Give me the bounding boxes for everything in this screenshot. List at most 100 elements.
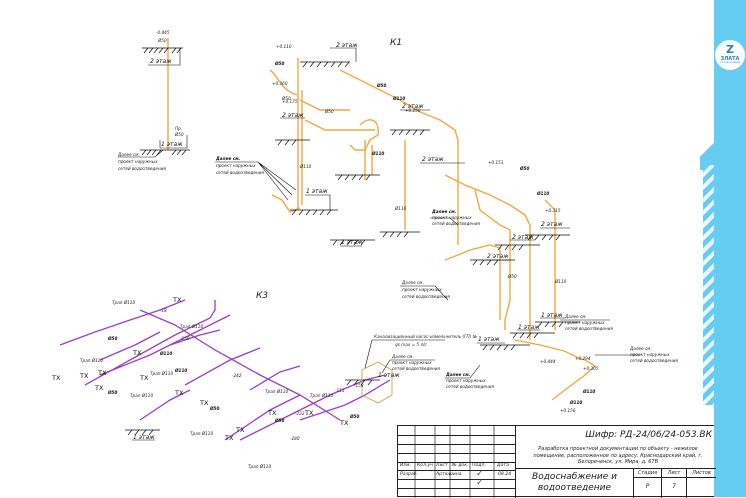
note-text: сетей водоотведения bbox=[392, 366, 440, 371]
k1-middle-group: 2 этаж 1 этаж Далее см. проект наружных … bbox=[215, 42, 375, 216]
diameter-mark: Ø50 bbox=[107, 390, 117, 395]
level-mark: -232 bbox=[295, 411, 305, 416]
trap-mark: Трап Ø110 bbox=[80, 358, 103, 363]
diameter-mark: Ø110 bbox=[569, 400, 582, 405]
diameter-mark: Ø50 bbox=[274, 61, 284, 66]
tb-header-row: Изм. Кол.уч Лист № док. Подп. Дата bbox=[398, 462, 515, 471]
note-text: qs max = 5 л/с bbox=[395, 342, 428, 347]
floor-label: 2 этаж bbox=[541, 221, 563, 228]
tx-mark: ТХ bbox=[172, 296, 182, 304]
note-text: Далее см. bbox=[391, 354, 414, 359]
tx-mark: ТХ bbox=[267, 409, 277, 417]
tx-mark: ТХ bbox=[339, 419, 349, 427]
trap-mark: Трап Ø110 bbox=[112, 300, 135, 305]
diameter-mark: Ø50 bbox=[107, 336, 117, 341]
title-block: Изм. Кол.уч Лист № док. Подп. Дата Разра… bbox=[397, 425, 716, 498]
level-mark: +0.360 bbox=[272, 81, 288, 86]
tx-mark: ТХ bbox=[139, 374, 149, 382]
project-description: Разработка проектной документации по объ… bbox=[533, 446, 703, 465]
floor-label: 2 этаж bbox=[150, 58, 172, 65]
tb-row bbox=[398, 453, 515, 463]
tb-row: ✓ bbox=[398, 479, 515, 489]
tx-mark: ТХ bbox=[79, 372, 89, 380]
floor-label: 1 этаж bbox=[161, 141, 183, 148]
developer-name: Артюшина bbox=[436, 472, 462, 477]
stage-value: Р bbox=[645, 483, 650, 490]
document-cipher: Шифр: РД-24/06/24-053.ВК bbox=[585, 430, 712, 440]
sewer-pump-outline bbox=[361, 361, 393, 404]
note-text: проект наружных bbox=[565, 320, 605, 325]
stage-label: Стадия bbox=[634, 469, 661, 478]
brand-band: Z ЗЛАТА ГРУППА КОМПАНИЙ bbox=[714, 0, 746, 497]
system-label-k1: К1 bbox=[390, 38, 402, 48]
diameter-mark: Ø50 bbox=[349, 414, 359, 419]
developer-role: Разраб. bbox=[400, 472, 419, 477]
tx-mark: ТХ bbox=[132, 349, 142, 357]
hdr-data: Дата bbox=[497, 463, 509, 468]
note-text: Далее см. bbox=[564, 314, 587, 319]
trap-mark: Трап Ø110 bbox=[265, 389, 288, 394]
note-text: сетей водоотведения bbox=[432, 221, 480, 226]
tx-mark: ТХ bbox=[94, 384, 104, 392]
diameter-mark: Ø50 bbox=[157, 38, 167, 43]
diameter-mark: Ø50 bbox=[519, 166, 529, 171]
level-mark: -0.445 bbox=[156, 30, 170, 35]
note-text: сетей водоотведения bbox=[216, 170, 264, 175]
floor-label: 2 этаж bbox=[512, 234, 534, 241]
hdr-n-dok: № док. bbox=[452, 463, 469, 468]
tx-mark: ТХ bbox=[97, 369, 107, 377]
diameter-mark: Ø110 bbox=[536, 191, 549, 196]
diameter-mark: Ø50 bbox=[174, 132, 184, 137]
trap-mark: Трап Ø110 bbox=[190, 431, 213, 436]
level-mark: +0.156 bbox=[560, 408, 576, 413]
clean-out-mark: Пр. bbox=[175, 126, 182, 131]
sheet-label: Лист bbox=[662, 469, 686, 478]
floor-label: 1 этаж bbox=[306, 188, 328, 195]
diameter-mark: Ø110 bbox=[554, 279, 567, 284]
level-mark: +0.250 bbox=[405, 108, 421, 113]
tx-mark: ТХ bbox=[199, 399, 209, 407]
brand-name: ЗЛАТА bbox=[720, 56, 740, 62]
tb-row bbox=[398, 426, 515, 436]
stage-cell: Стадия Р bbox=[633, 468, 661, 498]
note-text: проект наружных bbox=[392, 360, 432, 365]
note-text: проект наружных bbox=[446, 378, 486, 383]
k1-upper-right-group: 2 этаж 1 этаж Ø50 Ø110 +0.250 Ø110 Ø110 bbox=[330, 69, 459, 247]
note-text: Далее см. bbox=[445, 372, 471, 377]
tx-mark: ТХ bbox=[174, 389, 184, 397]
note-text: Далее см. bbox=[629, 346, 652, 351]
level-mark: +0.110 bbox=[276, 44, 292, 49]
brand-notch bbox=[700, 130, 714, 170]
floor-label: 2 этаж bbox=[402, 103, 424, 110]
level-mark: +0.151 bbox=[488, 160, 504, 165]
diameter-mark: Ø50 bbox=[376, 83, 386, 88]
level-mark: +0.315 bbox=[545, 208, 561, 213]
sheet-value: 7 bbox=[672, 483, 676, 490]
hdr-podp: Подп. bbox=[472, 463, 486, 468]
sheet-title: Водоснабжение и водоотведение bbox=[516, 468, 633, 498]
sheets-cell: Листов bbox=[686, 468, 716, 498]
floor-label: 2 этаж bbox=[422, 156, 444, 163]
diameter-mark: Ø50 bbox=[507, 274, 517, 279]
k1-riser-left: 2 этаж 1 этаж Далее см. проект наружных … bbox=[117, 30, 190, 171]
diameter-mark: Ø110 bbox=[371, 151, 384, 156]
level-mark: +0.305 bbox=[583, 366, 599, 371]
diameter-mark: Ø110 bbox=[582, 389, 595, 394]
tx-mark: ТХ bbox=[304, 409, 314, 417]
floor-label: 2 этаж bbox=[336, 42, 358, 49]
tx-mark: ТХ bbox=[235, 426, 245, 434]
level-mark: -280 bbox=[290, 436, 300, 441]
tx-mark: ТХ bbox=[51, 374, 61, 382]
diameter-mark: Ø50 bbox=[324, 109, 334, 114]
note-text: проект наружных bbox=[402, 287, 442, 292]
note-text: сетей водоотведения bbox=[402, 294, 450, 299]
floor-label: 1 этаж bbox=[518, 324, 540, 331]
level-mark: -18 bbox=[160, 308, 167, 313]
diameter-mark: Ø110 bbox=[299, 164, 312, 169]
diameter-mark: Ø50 bbox=[274, 418, 284, 423]
sheets-label: Листов bbox=[687, 469, 716, 478]
tx-mark: ТХ bbox=[224, 434, 234, 442]
note-text: сетей водоотведения bbox=[565, 326, 613, 331]
floor-label: 1 этаж bbox=[541, 312, 563, 319]
